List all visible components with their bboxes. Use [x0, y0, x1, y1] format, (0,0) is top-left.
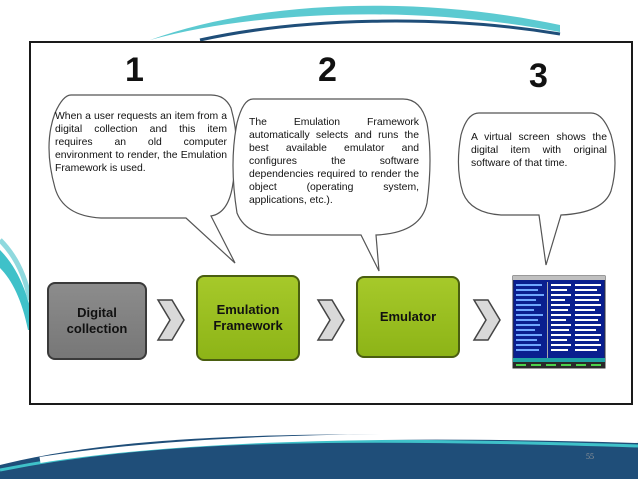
slide-number: 55 [586, 452, 594, 461]
step-number-3: 3 [529, 57, 548, 95]
terminal-screen-icon [512, 275, 606, 369]
diagram-frame: 1 2 3 When a user requests an item from … [29, 41, 633, 405]
speech-bubbles [48, 94, 616, 272]
speech-bubble-3 [457, 112, 616, 266]
step-description-2: The Emulation Framework automatically se… [249, 117, 419, 206]
chevron-right-icon [472, 299, 501, 341]
speech-bubble-1 [48, 94, 238, 264]
step-description-3: A virtual screen shows the digital item … [471, 132, 607, 169]
left-swoosh [0, 238, 35, 330]
step-number-1: 1 [125, 51, 144, 89]
step-description-1: When a user requests an item from a digi… [55, 111, 227, 174]
chevron-right-icon [156, 299, 185, 341]
step-number-2: 2 [318, 51, 337, 89]
speech-bubble-2 [232, 98, 431, 272]
digital-collection-box: Digital collection [47, 282, 147, 360]
emulator-box: Emulator [356, 276, 460, 358]
emulation-framework-box: Emulation Framework [196, 275, 300, 361]
chevron-right-icon [316, 299, 345, 341]
top-swoosh [150, 5, 561, 42]
